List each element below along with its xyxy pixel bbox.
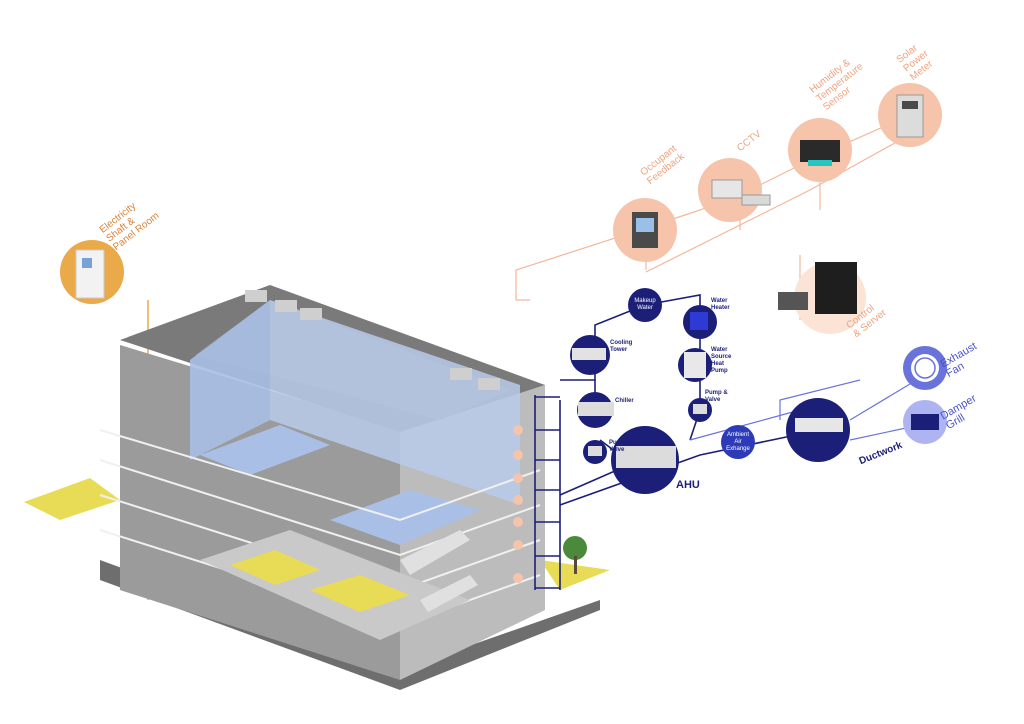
label-makeup-water: Makeup Water — [634, 298, 656, 311]
building — [24, 285, 610, 690]
pump-valve-left-node — [583, 440, 607, 464]
sensor-network-lines — [515, 114, 923, 320]
label-cooling-tower: Cooling Tower — [610, 340, 633, 353]
label-pump-valve-left: Pump & Valve — [609, 440, 632, 453]
label-water-heater: Water Heater — [711, 298, 730, 311]
chiller-node — [577, 392, 614, 428]
ahu-node — [611, 426, 679, 494]
exhaust-fan-node — [903, 346, 947, 390]
ambient-air-node — [721, 425, 755, 459]
label-pump-valve-right: Pump & Valve — [705, 390, 728, 403]
occupant-feedback-node — [613, 198, 677, 262]
humidity-sensor-node — [788, 118, 852, 182]
ductwork-node — [786, 398, 850, 462]
damper-grill-node — [903, 400, 947, 444]
solar-meter-node — [878, 83, 942, 147]
cctv-node — [698, 158, 771, 222]
electricity-panel-node — [60, 240, 124, 304]
label-chiller: Chiller — [615, 398, 634, 404]
label-heat-pump: Water Source Heat Pump — [711, 347, 732, 374]
pump-valve-right-node — [688, 398, 712, 422]
water-heater-node — [683, 305, 717, 339]
control-server-node — [778, 262, 866, 334]
label-ahu: AHU — [676, 479, 700, 491]
heat-pump-node — [678, 348, 712, 382]
label-ambient-air: Ambient Air Exhange — [726, 432, 750, 452]
cooling-tower-node — [570, 335, 610, 375]
makeup-water-node — [628, 288, 662, 322]
